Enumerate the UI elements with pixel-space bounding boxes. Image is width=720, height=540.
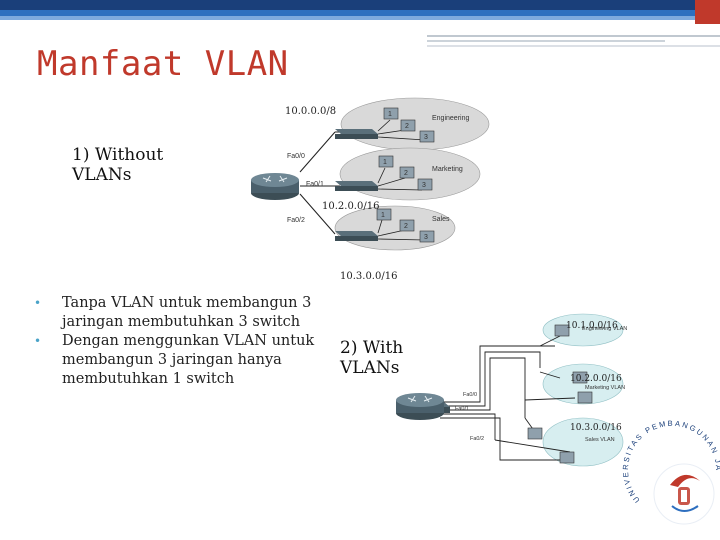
bullet-item: • Dengan menggunkan VLAN untuk membangun … bbox=[34, 332, 324, 389]
pc-numbers: 1 2 3 1 2 3 1 2 3 bbox=[381, 111, 428, 241]
port-label-fa0-1: Fa0/1 bbox=[306, 181, 324, 188]
svg-text:3: 3 bbox=[424, 134, 428, 141]
bullet-dot-icon: • bbox=[34, 334, 42, 348]
group-label-marketing: Marketing bbox=[432, 166, 463, 173]
vlan-label-marketing: Marketing VLAN bbox=[585, 385, 625, 391]
router-icon bbox=[251, 173, 299, 200]
switch-engineering bbox=[335, 129, 378, 139]
svg-text:1: 1 bbox=[383, 159, 387, 166]
bullet-text: Tanpa VLAN untuk membangun 3 jaringan me… bbox=[62, 295, 312, 330]
logo-text: UNIVERSITAS PEMBANGUNAN JAYA bbox=[0, 0, 720, 505]
page-title: Manfaat VLAN bbox=[37, 44, 289, 84]
svg-text:2: 2 bbox=[404, 223, 408, 230]
net-label-sales-top: 10.3.0.0/16 bbox=[340, 271, 398, 282]
group-label-engineering: Engineering bbox=[432, 115, 469, 122]
vlan-label-engineering: Engineering VLAN bbox=[582, 326, 627, 332]
net-label-sales-bottom: 10.3.0.0/16 bbox=[570, 423, 622, 433]
pc-icon bbox=[527, 324, 593, 464]
marketing-vlan-ellipse bbox=[542, 363, 624, 405]
bullet-dot-icon: • bbox=[34, 296, 42, 310]
bullet-item: • Tanpa VLAN untuk membangun 3 jaringan m… bbox=[34, 294, 324, 332]
router-icon bbox=[396, 393, 444, 420]
bullet-list: • Tanpa VLAN untuk membangun 3 jaringan m… bbox=[34, 294, 324, 389]
title-underline bbox=[427, 35, 720, 47]
port-label-fa0-1: Fa0/1 bbox=[455, 406, 469, 412]
port-label-fa0-0: Fa0/0 bbox=[463, 392, 477, 398]
svg-text:2: 2 bbox=[405, 123, 409, 130]
group-label-sales: Sales bbox=[432, 216, 450, 223]
top-header-bar bbox=[0, 0, 720, 24]
engineering-vlan-ellipse bbox=[542, 313, 624, 347]
port-label-fa0-0: Fa0/0 bbox=[287, 153, 305, 160]
net-label-engineering-top: 10.0.0.0/8 bbox=[285, 106, 337, 117]
svg-text:1: 1 bbox=[381, 212, 385, 219]
pc-icon bbox=[376, 107, 435, 243]
net-label-marketing-top: 10.2.0.0/16 bbox=[322, 201, 380, 212]
svg-text:2: 2 bbox=[404, 170, 408, 177]
bullet-text: Dengan menggunkan VLAN untuk membangun 3… bbox=[62, 333, 315, 387]
port-label-fa0-2: Fa0/2 bbox=[470, 436, 484, 442]
vlan-label-sales: Sales VLAN bbox=[585, 437, 615, 443]
switch-marketing bbox=[335, 181, 378, 191]
port-label-fa0-2: Fa0/2 bbox=[287, 217, 305, 224]
svg-text:1: 1 bbox=[388, 111, 392, 118]
switch-sales bbox=[335, 231, 378, 241]
with-vlans-label: 2) With VLANs bbox=[340, 338, 404, 378]
svg-text:3: 3 bbox=[422, 182, 426, 189]
without-vlans-label: 1) Without VLANs bbox=[72, 145, 164, 185]
net-label-engineering-bottom: 10.1.0.0/16 bbox=[566, 321, 618, 331]
svg-text:3: 3 bbox=[424, 234, 428, 241]
net-label-marketing-bottom: 10.2.0.0/16 bbox=[570, 374, 622, 384]
